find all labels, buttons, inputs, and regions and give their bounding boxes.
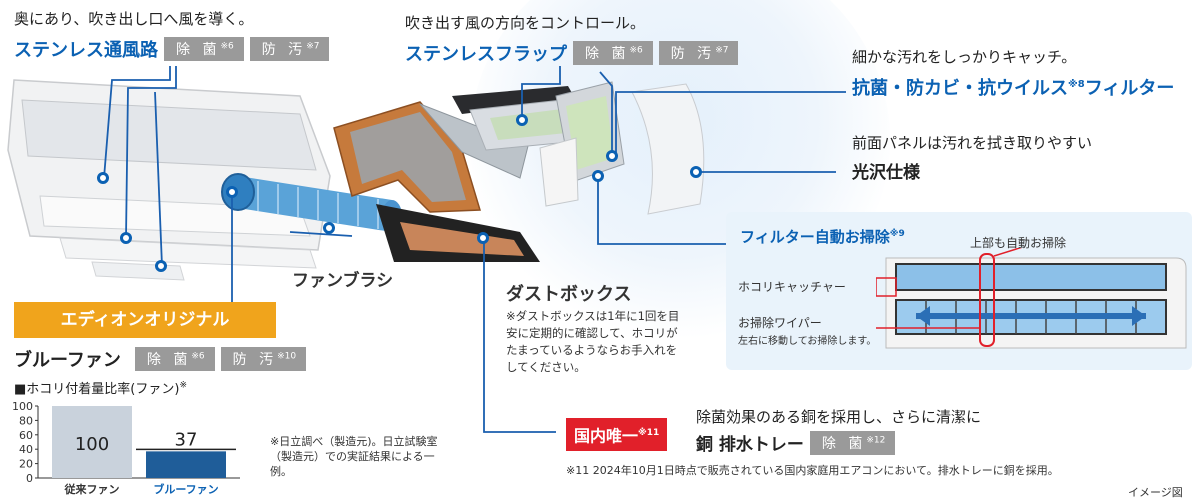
duct-caption: 奥にあり、吹き出し口へ風を導く。 <box>14 10 254 28</box>
drain-tray-part <box>376 204 540 262</box>
filter-title: 抗菌・防カビ・抗ウイルス※8フィルター <box>852 78 1175 99</box>
marker-dot <box>120 232 132 244</box>
drain-title: 銅 排水トレー <box>696 435 804 455</box>
bar-blue-fan <box>146 451 226 478</box>
marker-dot <box>606 150 618 162</box>
heat-exchanger <box>333 101 529 213</box>
image-note: イメージ図 <box>1128 486 1183 498</box>
y-tick-label: 40 <box>19 443 33 456</box>
y-tick-label: 60 <box>19 429 33 442</box>
marker-dot <box>97 172 109 184</box>
y-tick-label: 0 <box>26 472 33 485</box>
indoor-unit <box>7 79 331 281</box>
marker-dot <box>690 166 702 178</box>
marker-dot <box>477 232 489 244</box>
flap-title: ステンレスフラップ <box>405 44 567 65</box>
chart-note: ※日立調べ（製造元)。日立試験室（製造元）での実証結果による一例。 <box>270 435 438 478</box>
badge-sterilize: 除 菌※6 <box>164 37 244 61</box>
blue-fan-title-row: ブルーファン 除 菌※6 防 汚※10 <box>14 346 307 372</box>
blue-fan-title: ブルーファン <box>14 350 121 371</box>
footnote-11: ※11 2024年10月1日時点で販売されている国内家庭用エアコンにおいて。排水… <box>566 464 1059 477</box>
x-category-label: ブルーファン <box>153 482 218 496</box>
chart-title: ■ホコリ付着量比率(ファン)※ <box>14 380 187 397</box>
dust-box-title: ダストボックス <box>506 284 632 305</box>
wiper-label: お掃除ワイパー <box>738 316 822 330</box>
duct-title: ステンレス通風路 <box>14 40 158 61</box>
badge-sterilize: 除 菌※6 <box>134 347 215 371</box>
marker-dot <box>155 260 167 272</box>
flap-title-row: ステンレスフラップ 除 菌※6 防 汚※7 <box>405 40 739 66</box>
y-tick-label: 80 <box>19 414 33 427</box>
panel-title: 光沢仕様 <box>852 163 920 183</box>
wiper-note: 左右に移動してお掃除します。 <box>738 336 877 347</box>
auto-clean-title: フィルター自動お掃除※9 <box>740 228 905 246</box>
marker-dot <box>516 114 528 126</box>
leader-lines <box>103 66 910 433</box>
drain-caption: 除菌効果のある銅を採用し、さらに清潔に <box>696 408 982 426</box>
badge-antifouling: 防 汚※7 <box>658 41 739 65</box>
badge-antifouling: 防 汚※10 <box>220 347 307 371</box>
panel-caption: 前面パネルは汚れを拭き取りやすい <box>852 134 1093 152</box>
marker-dot <box>592 170 604 182</box>
badge-sterilize: 除 菌※12 <box>809 430 896 455</box>
dust-catcher-label: ホコリキャッチャー <box>738 280 846 294</box>
dust-box-note: ※ダストボックスは1年に1回を目安に定期的に確認して、ホコリがたまっているような… <box>506 309 680 374</box>
top-clean-label: 上部も自動お掃除 <box>970 236 1067 250</box>
flap-caption: 吹き出す風の方向をコントロール。 <box>405 14 646 32</box>
bar-value-label: 100 <box>75 434 109 455</box>
fan-brush-label: ファンブラシ <box>292 271 394 291</box>
auto-clean-panel: フィルター自動お掃除※9 上部も自動お掃除 ホコリキャッチャー お掃除ワイパー … <box>726 212 1192 370</box>
original-banner: エディオンオリジナル <box>14 302 276 338</box>
bar-conventional-fan <box>52 406 132 478</box>
filter-caption: 細かな汚れをしっかりキャッチ。 <box>852 48 1077 66</box>
marker-dot <box>323 222 335 234</box>
badge-sterilize: 除 菌※6 <box>573 41 653 65</box>
front-panel-part <box>631 83 705 215</box>
x-category-label: 従来ファン <box>64 482 120 496</box>
only-in-japan-badge: 国内唯一※11 <box>566 418 668 452</box>
auto-clean-illustration <box>876 248 1187 349</box>
bar-value-label: 37 <box>175 429 198 450</box>
badge-antifouling: 防 汚※7 <box>249 37 330 61</box>
duct-title-row: ステンレス通風路 除 菌※6 防 汚※7 <box>14 36 330 62</box>
marker-dot <box>226 186 238 198</box>
y-tick-label: 100 <box>12 400 33 413</box>
drain-title-row: 銅 排水トレー 除 菌※12 <box>696 430 896 455</box>
y-tick-label: 20 <box>19 458 33 471</box>
